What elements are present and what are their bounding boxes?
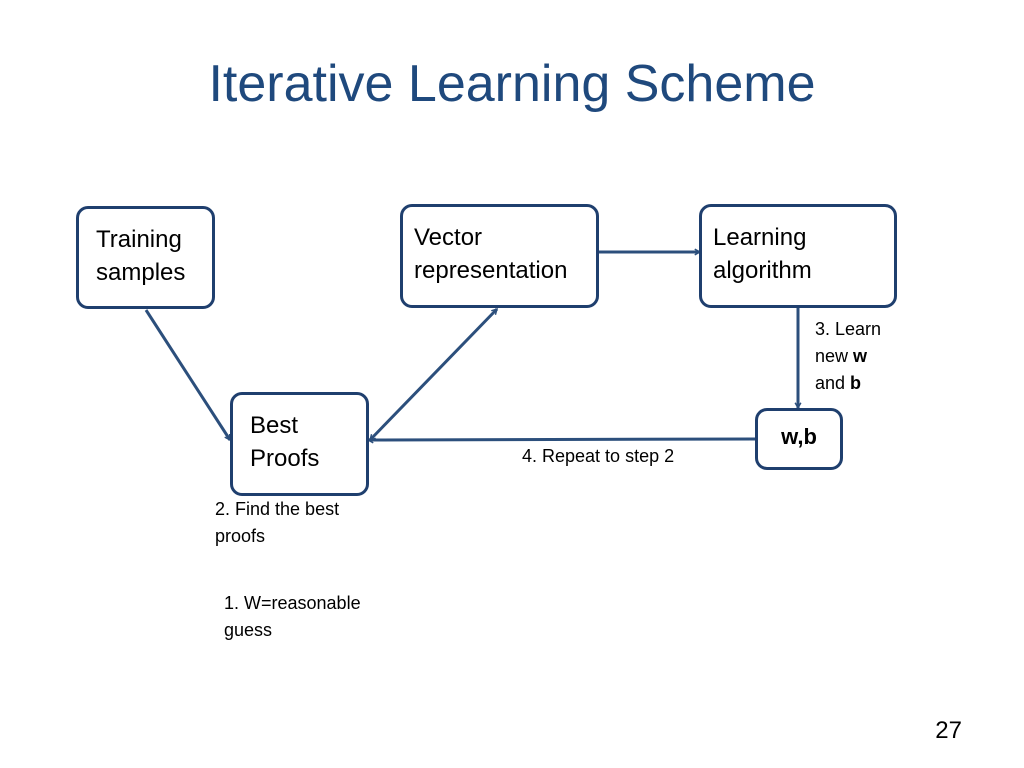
label-step2-line1: 2. Find the best xyxy=(215,499,340,519)
slide-title: Iterative Learning Scheme xyxy=(208,55,816,113)
node-vector-representation: Vector representation xyxy=(400,204,599,308)
arrow-proofs-vector xyxy=(368,307,499,442)
label-step3-w: w xyxy=(853,346,868,366)
label-step3-line2: new w xyxy=(815,343,881,370)
node-learning-algorithm: Learning algorithm xyxy=(699,204,897,308)
arrow-wb-to-proofs xyxy=(368,439,756,440)
node-training-samples-line1: Training xyxy=(96,226,182,253)
label-step3-line1: 3. Learn xyxy=(815,319,882,339)
node-wb: w,b xyxy=(755,408,843,470)
node-learning-algorithm-line2: algorithm xyxy=(713,257,812,284)
label-step1: 1. W=reasonable guess xyxy=(224,590,361,644)
node-learning-algorithm-line1: Learning xyxy=(713,224,807,251)
node-vector-representation-line1: Vector xyxy=(414,224,483,251)
node-wb-text: w,b xyxy=(781,424,817,449)
label-step2: 2. Find the best proofs xyxy=(215,496,339,550)
node-training-samples: Training samples xyxy=(76,206,215,309)
label-step2-line2: proofs xyxy=(215,526,266,546)
label-step1-line2: guess xyxy=(224,620,273,640)
node-best-proofs-line1: Best xyxy=(250,412,299,439)
node-vector-representation-line2: representation xyxy=(414,257,568,284)
label-step3: 3. Learn new w and b xyxy=(815,316,881,397)
label-step3-line3-prefix: and xyxy=(815,373,851,393)
label-step3-line3: and b xyxy=(815,370,881,397)
node-best-proofs: Best Proofs xyxy=(230,392,369,496)
node-best-proofs-line2: Proofs xyxy=(250,445,320,472)
node-training-samples-line2: samples xyxy=(96,259,186,286)
label-step4: 4. Repeat to step 2 xyxy=(522,446,675,466)
arrow-training-to-proofs xyxy=(144,309,232,440)
page-number: 27 xyxy=(935,717,962,744)
label-step3-b: b xyxy=(850,373,862,393)
label-step1-line1: 1. W=reasonable xyxy=(224,593,361,613)
label-step3-line2-prefix: new xyxy=(815,346,854,366)
